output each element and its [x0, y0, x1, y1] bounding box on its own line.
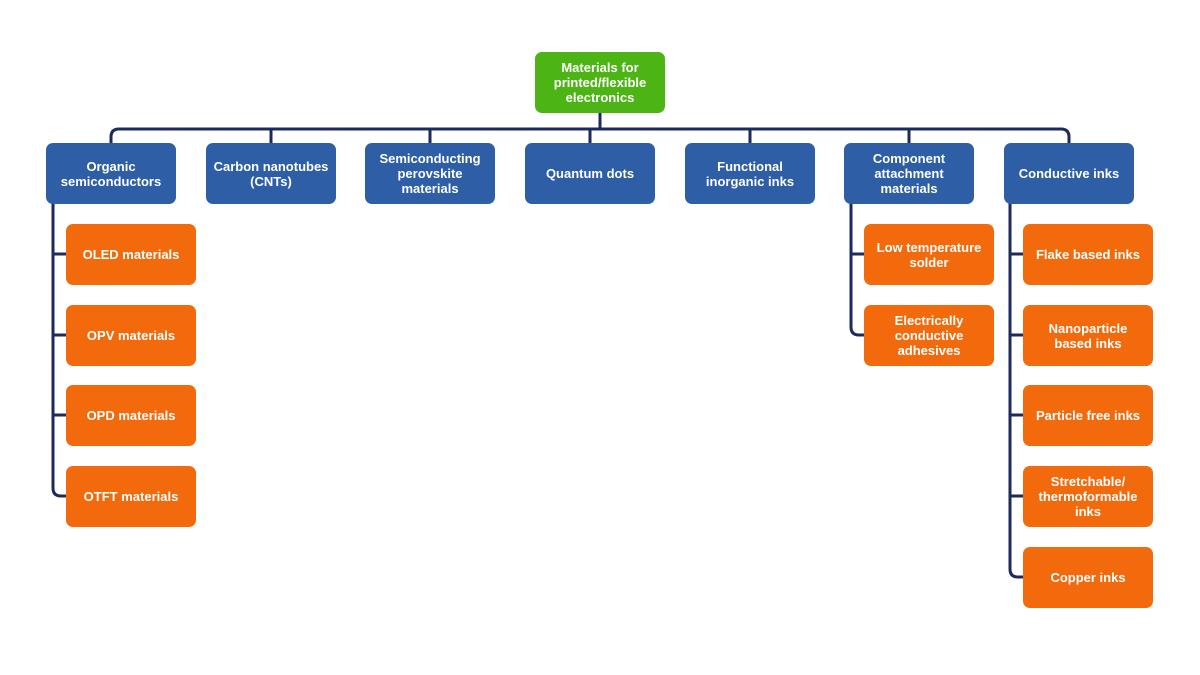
item-stretchable-thermoformable-inks: Stretchable/ thermoformable inks — [1023, 466, 1153, 527]
connector-component-spine — [849, 202, 866, 337]
item-electrically-conductive-adhesives: Electrically conductive adhesives — [864, 305, 994, 366]
root-node: Materials for printed/flexible electroni… — [535, 52, 665, 113]
category-quantum-dots: Quantum dots — [525, 143, 655, 204]
connector-conductive-spine — [1008, 202, 1025, 579]
item-otft-materials: OTFT materials — [66, 466, 196, 527]
category-functional-inorganic-inks: Functional inorganic inks — [685, 143, 815, 204]
item-particle-free-inks: Particle free inks — [1023, 385, 1153, 446]
item-opd-materials: OPD materials — [66, 385, 196, 446]
item-opv-materials: OPV materials — [66, 305, 196, 366]
item-nanoparticle-based-inks: Nanoparticle based inks — [1023, 305, 1153, 366]
connector-organic-spine — [51, 202, 68, 498]
category-organic-semiconductors: Organic semiconductors — [46, 143, 176, 204]
item-oled-materials: OLED materials — [66, 224, 196, 285]
category-component-attachment: Component attachment materials — [844, 143, 974, 204]
category-carbon-nanotubes: Carbon nanotubes (CNTs) — [206, 143, 336, 204]
item-copper-inks: Copper inks — [1023, 547, 1153, 608]
item-flake-based-inks: Flake based inks — [1023, 224, 1153, 285]
item-low-temperature-solder: Low temperature solder — [864, 224, 994, 285]
category-semiconducting-perovskite: Semiconducting perovskite materials — [365, 143, 495, 204]
category-conductive-inks: Conductive inks — [1004, 143, 1134, 204]
